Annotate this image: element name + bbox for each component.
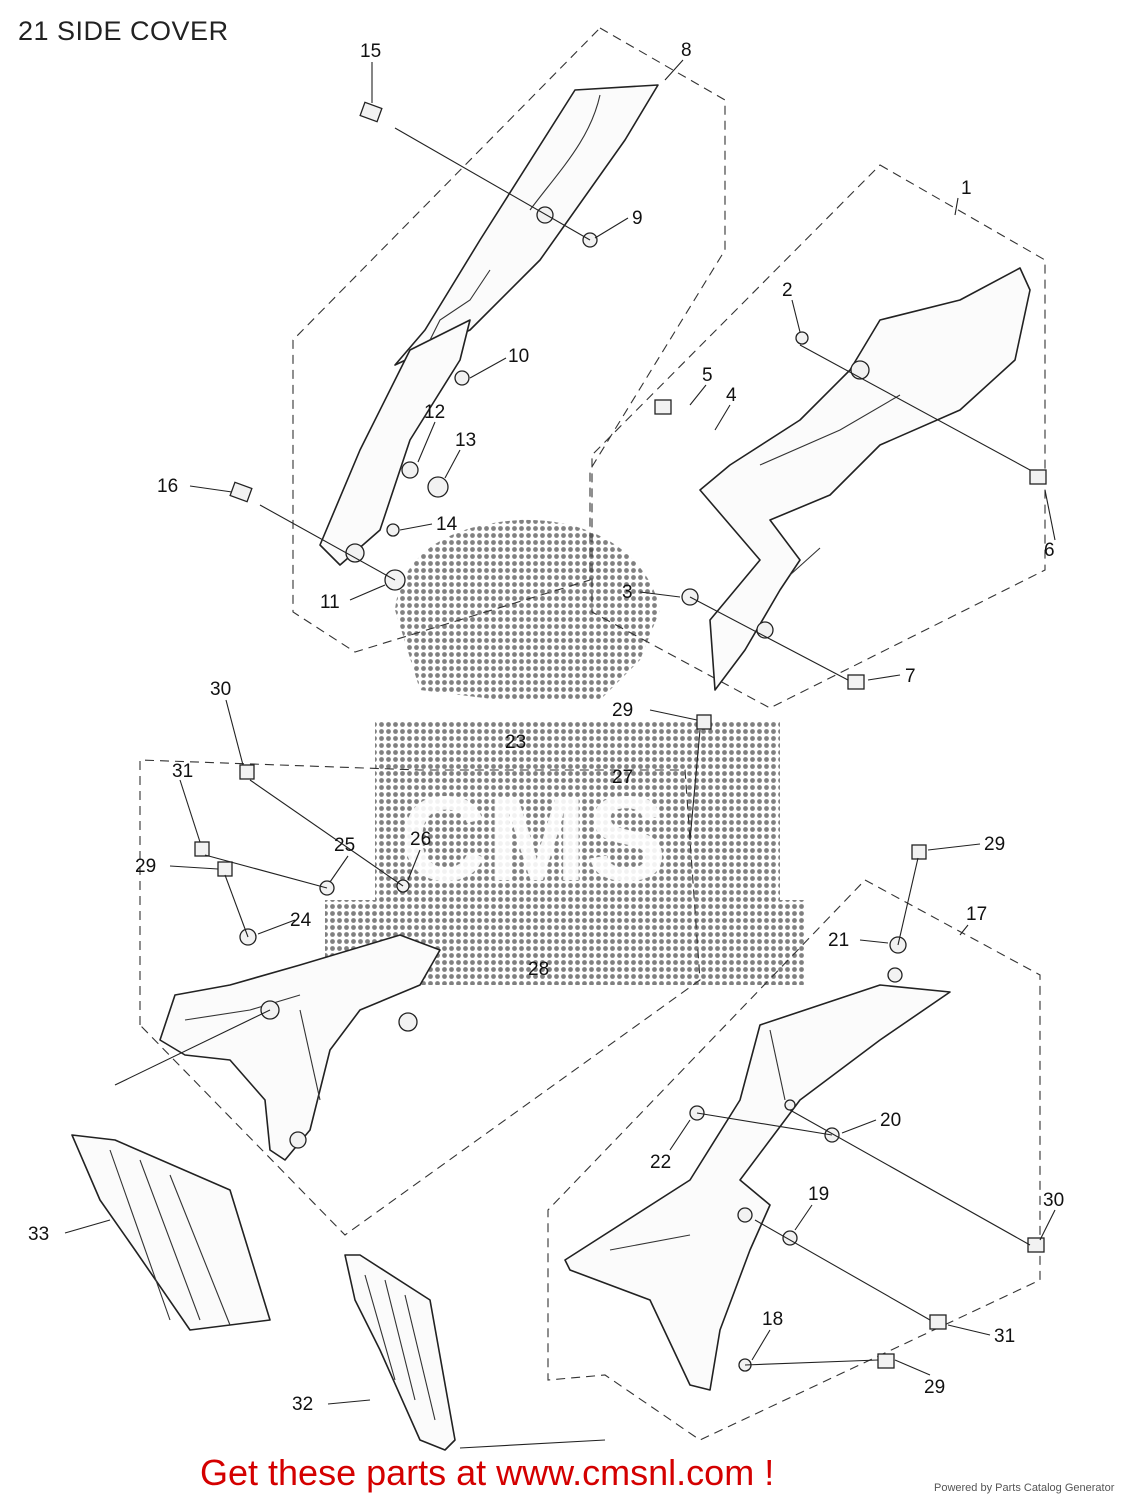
callout-12: 12 (424, 402, 445, 423)
callout-7: 7 (905, 666, 916, 687)
powered-by-text: Powered by Parts Catalog Generator (934, 1482, 1115, 1494)
callout-29d: 29 (924, 1377, 945, 1398)
callout-6: 6 (1044, 540, 1055, 561)
callout-14: 14 (436, 514, 458, 535)
callout-9: 9 (632, 208, 643, 229)
part-17-lower-cover (564, 967, 951, 1391)
watermark-text: CMS (400, 772, 667, 906)
callout-29a: 29 (612, 700, 633, 721)
group-outline-23 (139, 759, 701, 1236)
callout-20: 20 (880, 1110, 901, 1131)
callout-1: 1 (961, 178, 972, 199)
watermark-logo: CMS (325, 519, 805, 985)
callout-18: 18 (762, 1309, 783, 1330)
page-title: 21 SIDE COVER (18, 16, 229, 46)
explode-lines (114, 127, 1031, 1449)
callout-13: 13 (455, 430, 476, 451)
callout-30b: 30 (1043, 1190, 1064, 1211)
callout-22: 22 (650, 1152, 671, 1173)
callout-25: 25 (334, 835, 355, 856)
callout-29b: 29 (135, 856, 156, 877)
callout-29c: 29 (984, 834, 1005, 855)
callout-28: 28 (528, 959, 549, 980)
callout-8: 8 (681, 40, 692, 61)
callout-4: 4 (726, 385, 737, 406)
group-outline-17 (547, 879, 1041, 1441)
part-8-upper-cover (319, 84, 659, 566)
callout-32: 32 (292, 1394, 313, 1415)
part-32-grille (344, 1254, 456, 1451)
group-outline-8 (292, 27, 726, 653)
callout-24: 24 (290, 910, 312, 931)
callout-27: 27 (612, 767, 633, 788)
callout-2: 2 (782, 280, 793, 301)
callout-15: 15 (360, 41, 381, 62)
callout-5: 5 (702, 365, 713, 386)
callout-31b: 31 (994, 1326, 1015, 1347)
part-33-grille (71, 1134, 271, 1331)
cta-link[interactable]: Get these parts at www.cmsnl.com ! (200, 1452, 775, 1493)
callout-10: 10 (508, 346, 529, 367)
callout-leaders (64, 59, 1056, 1405)
callout-21: 21 (828, 930, 849, 951)
callout-23: 23 (505, 732, 526, 753)
part-1-side-cover (699, 267, 1031, 691)
callout-11: 11 (320, 592, 340, 613)
callout-17: 17 (966, 904, 987, 925)
callout-30a: 30 (210, 679, 231, 700)
part-23-panel (159, 934, 441, 1161)
callout-19: 19 (808, 1184, 829, 1205)
callout-31a: 31 (172, 761, 193, 782)
callout-26: 26 (410, 829, 431, 850)
callout-3: 3 (622, 582, 633, 603)
callout-labels: 1 2 3 4 5 6 7 8 9 10 11 12 13 14 15 16 1… (28, 40, 1064, 1415)
callout-33: 33 (28, 1224, 49, 1245)
callout-16: 16 (157, 476, 178, 497)
